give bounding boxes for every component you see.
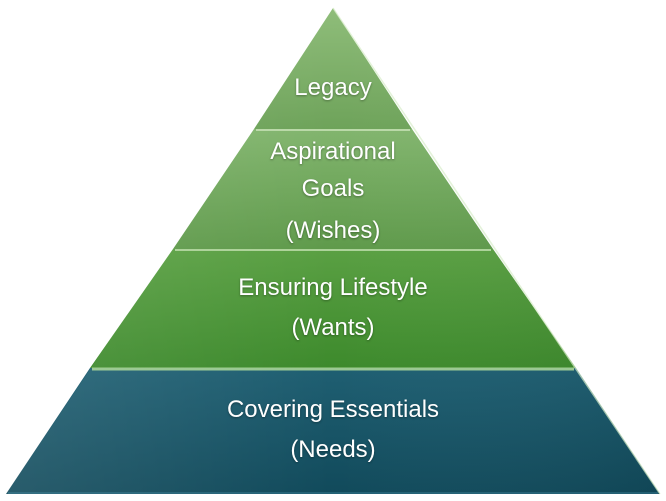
pyramid-right-edge [332, 7, 661, 495]
